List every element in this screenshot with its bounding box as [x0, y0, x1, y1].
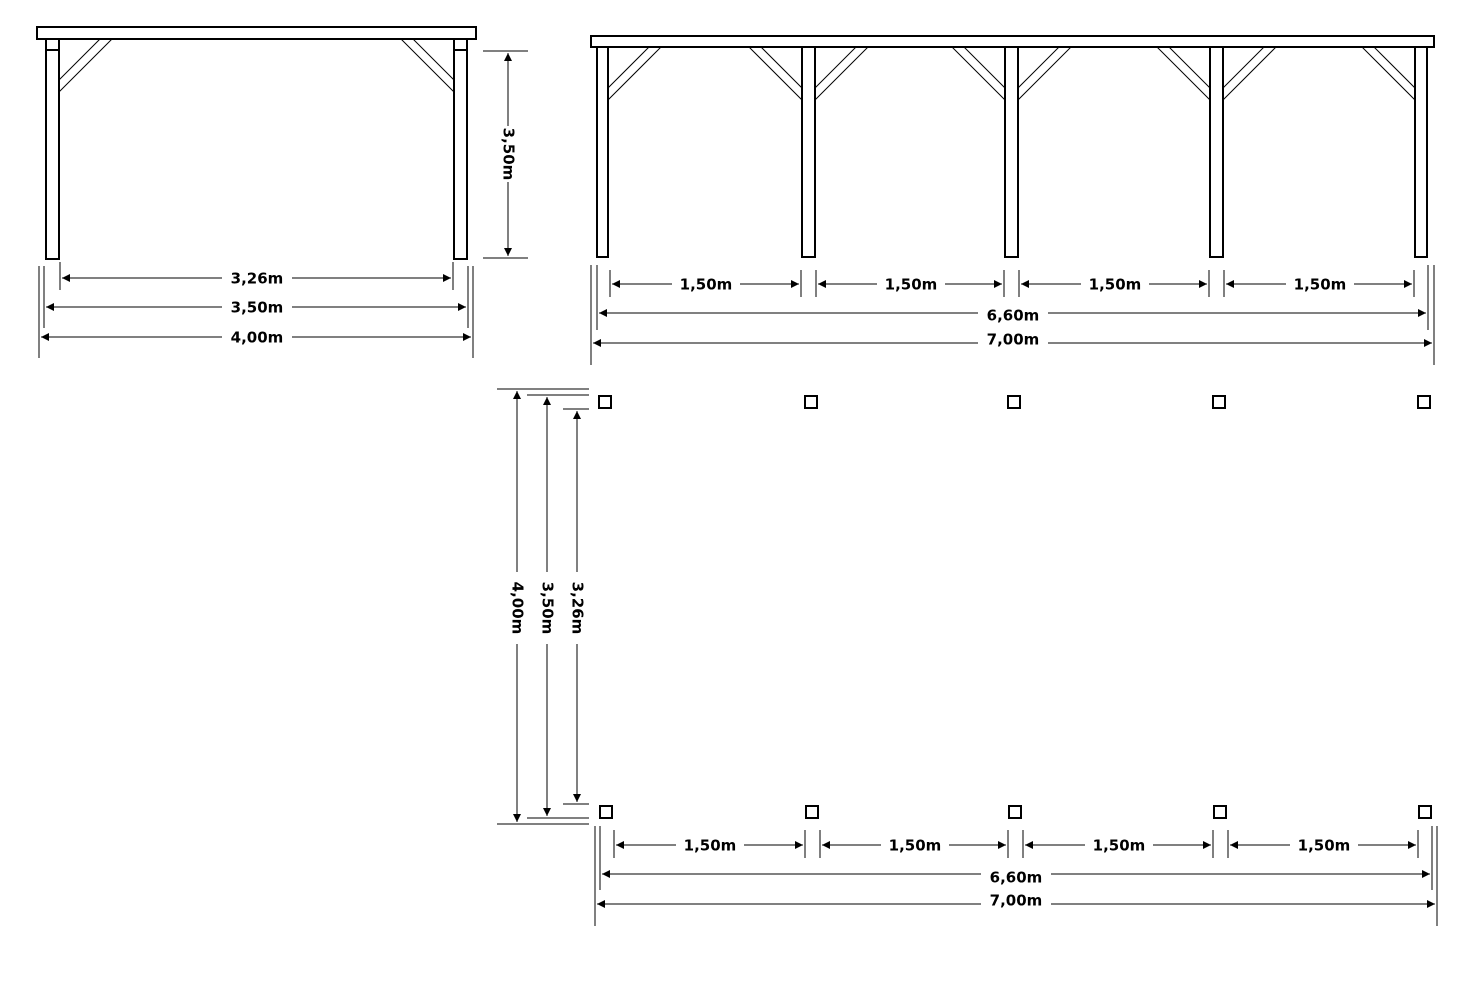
- plan-inner-depth-label: 3,26m: [569, 582, 587, 635]
- side-inner-width-label: 3,26m: [231, 270, 284, 288]
- front-bay-1-dimension: 1,50m: [612, 276, 799, 294]
- plan-bay-3-label: 1,50m: [1093, 837, 1146, 855]
- side-height-dimension: 3,50m: [483, 50, 528, 259]
- plan-total-depth-dimension: 4,00m: [509, 391, 527, 822]
- plan-total-depth-label: 4,00m: [509, 582, 527, 635]
- plan-horizontal-extension-lines: [594, 826, 1438, 926]
- side-post-right: [453, 38, 468, 260]
- side-total-width-dimension: 4,00m: [41, 329, 471, 347]
- front-bay-3-dimension: 1,50m: [1021, 276, 1207, 294]
- plan-view: 4,00m 3,50m 3,26m: [497, 388, 1438, 926]
- plan-axis-length-label: 6,60m: [990, 869, 1043, 887]
- front-total-length-label: 7,00m: [987, 331, 1040, 349]
- plan-inner-depth-dimension: 3,26m: [569, 411, 587, 802]
- plan-axis-depth-label: 3,50m: [539, 582, 557, 635]
- plan-post: [598, 395, 612, 409]
- front-axis-length-label: 6,60m: [987, 307, 1040, 325]
- front-elevation-view: 1,50m 1,50m 1,50m 1,50m 6,60m 7,00m: [590, 35, 1435, 365]
- plan-post: [1212, 395, 1226, 409]
- plan-bay-1-label: 1,50m: [684, 837, 737, 855]
- side-axis-width-label: 3,50m: [231, 299, 284, 317]
- side-elevation-view: 3,50m 3,26m 3,50m 4,00m: [36, 26, 528, 358]
- front-post-2: [801, 46, 816, 258]
- front-bay-2-dimension: 1,50m: [818, 276, 1002, 294]
- side-height-label: 3,50m: [500, 128, 518, 181]
- plan-post: [1418, 805, 1432, 819]
- plan-bay-1-dimension: 1,50m: [616, 837, 803, 855]
- front-post-4: [1209, 46, 1224, 258]
- plan-post: [1008, 805, 1022, 819]
- plan-bay-2-dimension: 1,50m: [822, 837, 1006, 855]
- front-post-5: [1414, 46, 1428, 258]
- front-bay-3-label: 1,50m: [1089, 276, 1142, 294]
- plan-bay-2-label: 1,50m: [889, 837, 942, 855]
- front-axis-length-dimension: 6,60m: [599, 307, 1426, 325]
- front-post-3: [1004, 46, 1019, 258]
- front-roof-beam: [590, 35, 1435, 48]
- side-axis-width-dimension: 3,50m: [46, 299, 466, 317]
- plan-post: [1007, 395, 1021, 409]
- plan-post: [804, 395, 818, 409]
- side-total-width-label: 4,00m: [231, 329, 284, 347]
- plan-post: [599, 805, 613, 819]
- front-bay-4-label: 1,50m: [1294, 276, 1347, 294]
- plan-post: [805, 805, 819, 819]
- side-inner-width-dimension: 3,26m: [62, 270, 451, 288]
- front-extension-lines: [590, 265, 1435, 365]
- plan-post: [1213, 805, 1227, 819]
- side-knee-braces: [58, 38, 455, 93]
- plan-total-length-dimension: 7,00m: [597, 892, 1435, 910]
- side-roof-beam: [36, 26, 477, 40]
- plan-bay-3-dimension: 1,50m: [1025, 837, 1211, 855]
- front-post-1: [596, 46, 609, 258]
- plan-axis-length-dimension: 6,60m: [602, 869, 1430, 887]
- front-bay-1-label: 1,50m: [680, 276, 733, 294]
- front-bay-2-label: 1,50m: [885, 276, 938, 294]
- side-post-left: [45, 38, 60, 260]
- front-bay-4-dimension: 1,50m: [1226, 276, 1412, 294]
- plan-vertical-extension-lines: [497, 388, 589, 825]
- side-extension-lines: [38, 262, 474, 358]
- plan-total-length-label: 7,00m: [990, 892, 1043, 910]
- plan-bay-4-dimension: 1,50m: [1230, 837, 1416, 855]
- plan-axis-depth-dimension: 3,50m: [539, 397, 557, 816]
- front-total-length-dimension: 7,00m: [593, 331, 1432, 349]
- front-knee-braces: [607, 46, 1416, 101]
- plan-post: [1417, 395, 1431, 409]
- plan-bay-4-label: 1,50m: [1298, 837, 1351, 855]
